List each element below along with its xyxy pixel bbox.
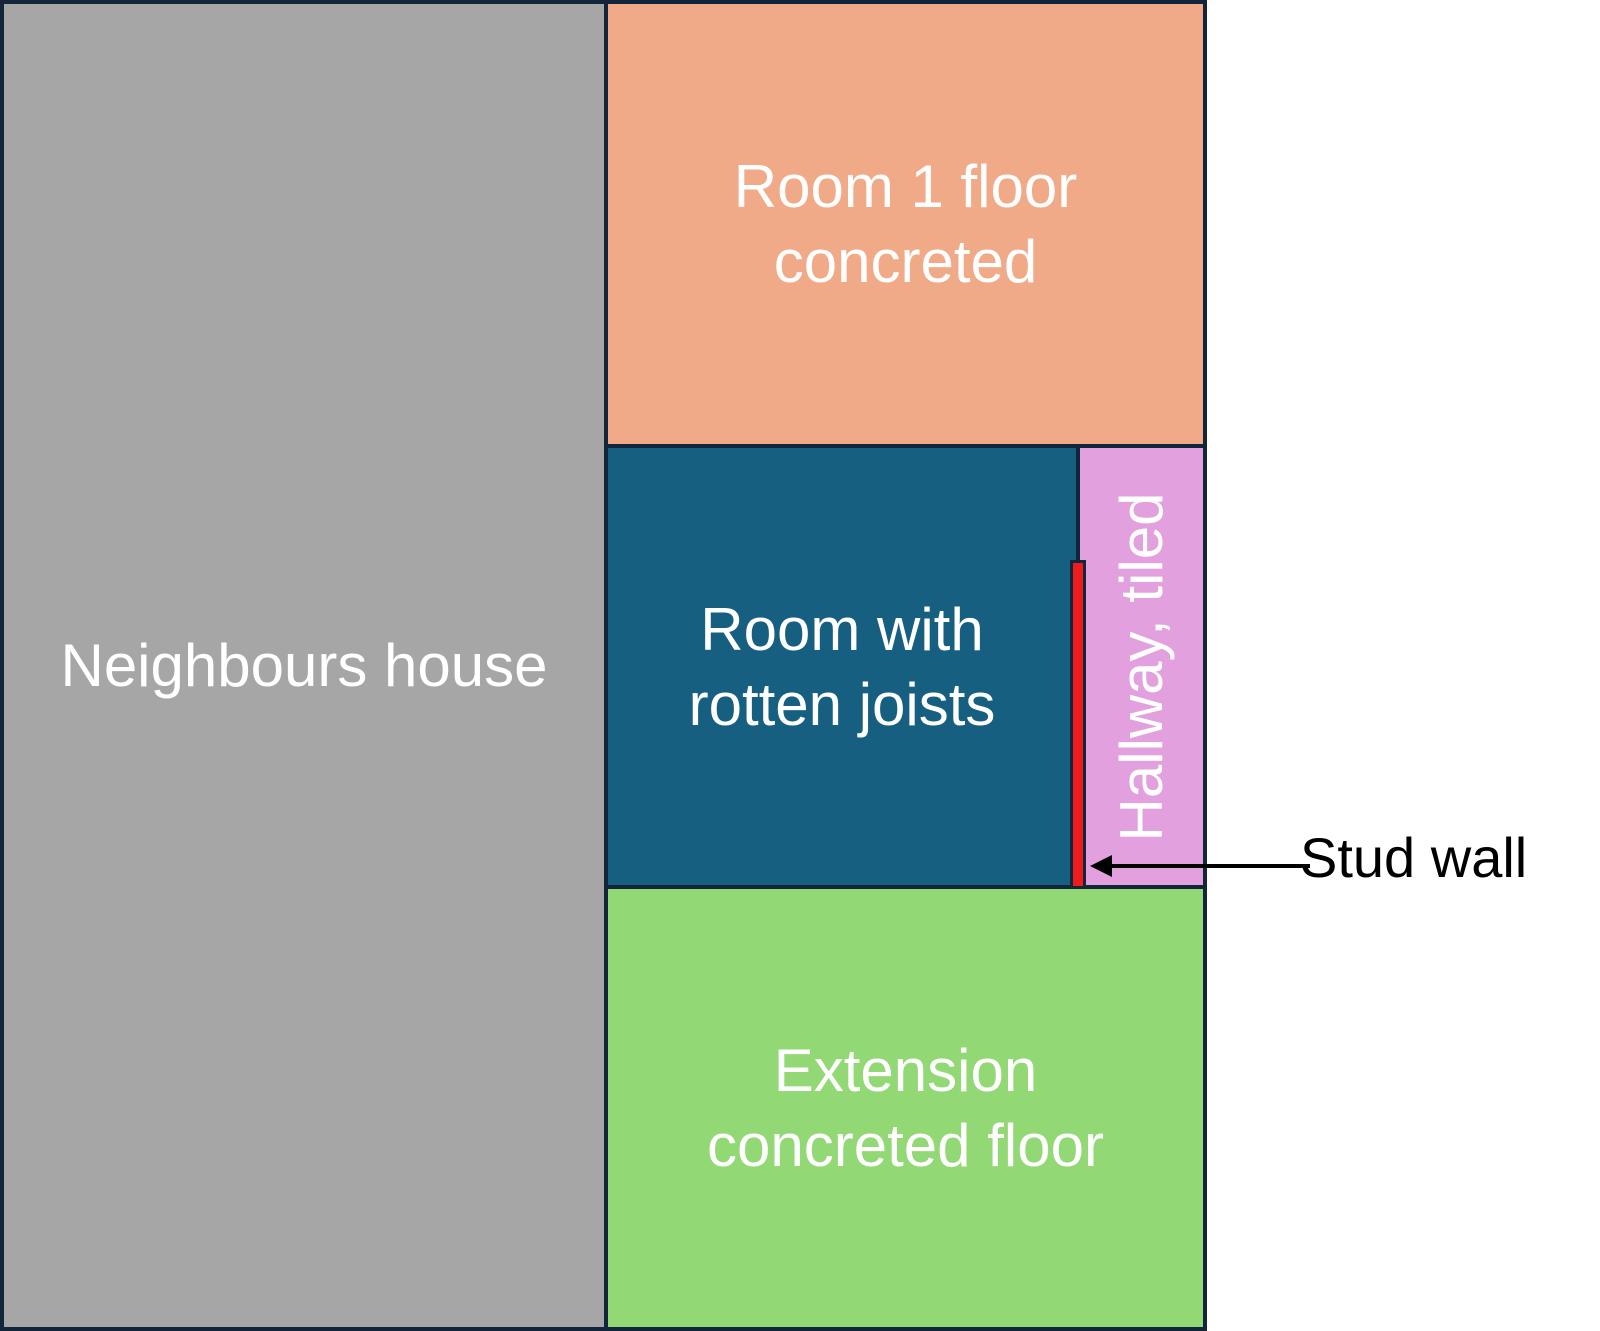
neighbours-house-label: Neighbours house [60,632,548,699]
extension-label: Extension concreted floor [707,1037,1104,1179]
extension-area: Extension concreted floor [604,885,1207,1331]
room-1-area: Room 1 floor concreted [604,0,1207,448]
hallway-area: Hallway, tiled [1076,444,1207,889]
neighbours-house-area: Neighbours house [0,0,608,1331]
stud-wall-marker [1070,560,1086,889]
stud-wall-label: Stud wall [1300,826,1528,889]
rotten-joists-room-area: Room with rotten joists [604,444,1080,889]
hallway-label: Hallway, tiled [1107,491,1175,842]
room-1-label: Room 1 floor concreted [733,153,1078,295]
rotten-joists-room-label: Room with rotten joists [688,595,996,738]
